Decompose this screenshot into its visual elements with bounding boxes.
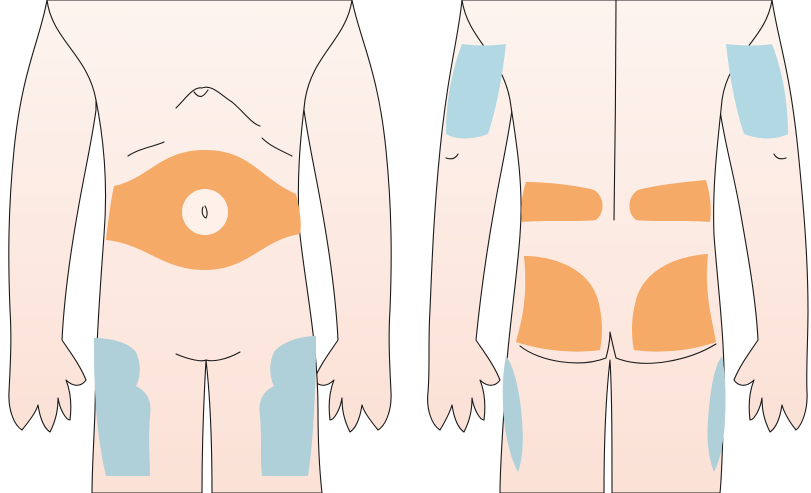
back-body-view: [428, 0, 808, 493]
front-body-view: [9, 0, 391, 493]
front-navel-ring: [182, 189, 228, 235]
